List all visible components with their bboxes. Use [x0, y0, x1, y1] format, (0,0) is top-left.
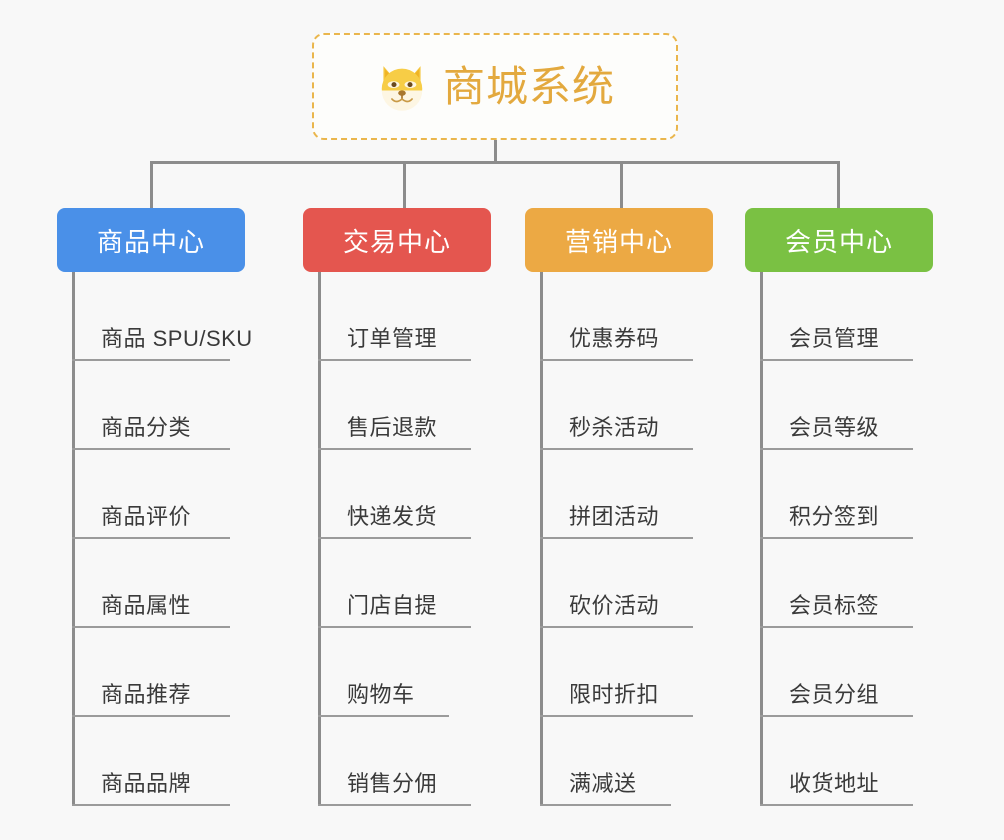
category-column-3: 营销中心 优惠券码 秒杀活动 拼团活动 砍价活动 限时折扣 [525, 208, 713, 806]
leaf-item[interactable]: 商品评价 [57, 450, 245, 539]
leaf-item[interactable]: 优惠券码 [525, 272, 713, 361]
leaf-underline [72, 626, 230, 628]
leaf-label: 满减送 [569, 771, 637, 796]
leaf-item[interactable]: 会员标签 [745, 539, 933, 628]
category-column-2: 交易中心 订单管理 售后退款 快递发货 门店自提 购物车 [303, 208, 491, 806]
leaf-label: 拼团活动 [569, 504, 660, 529]
leaf-item[interactable]: 会员分组 [745, 628, 933, 717]
leaf-underline [318, 804, 471, 806]
leaf-item[interactable]: 门店自提 [303, 539, 491, 628]
leaf-underline [318, 626, 471, 628]
leaf-label: 会员标签 [789, 593, 880, 618]
leaf-item[interactable]: 满减送 [525, 717, 713, 806]
leaf-label: 优惠券码 [569, 326, 660, 351]
leaf-label: 商品分类 [101, 415, 192, 440]
leaf-item[interactable]: 商品推荐 [57, 628, 245, 717]
connector-drop-3 [620, 161, 623, 209]
leaf-label: 快递发货 [347, 504, 438, 529]
branch-spine-3 [540, 272, 543, 806]
leaf-underline [760, 359, 913, 361]
leaf-label: 收货地址 [789, 771, 880, 796]
leaf-underline [318, 448, 471, 450]
leaf-item[interactable]: 积分签到 [745, 450, 933, 539]
leaf-underline [760, 537, 913, 539]
leaf-underline [72, 537, 230, 539]
leaf-item[interactable]: 快递发货 [303, 450, 491, 539]
branch-spine-2 [318, 272, 321, 806]
dog-face-icon [375, 61, 429, 115]
leaf-label: 售后退款 [347, 415, 438, 440]
category-header-2[interactable]: 交易中心 [303, 208, 491, 272]
leaf-underline [540, 626, 693, 628]
leaf-underline [540, 359, 693, 361]
leaf-label: 会员分组 [789, 682, 880, 707]
category-header-4[interactable]: 会员中心 [745, 208, 933, 272]
leaf-label: 秒杀活动 [569, 415, 660, 440]
leaf-item[interactable]: 秒杀活动 [525, 361, 713, 450]
root-title: 商城系统 [442, 62, 615, 110]
leaf-item[interactable]: 商品 SPU/SKU [57, 272, 252, 361]
connector-root-stem [494, 140, 497, 163]
leaf-item[interactable]: 商品分类 [57, 361, 245, 450]
leaf-label: 销售分佣 [347, 771, 438, 796]
leaf-label: 限时折扣 [569, 682, 660, 707]
leaf-item[interactable]: 购物车 [303, 628, 491, 717]
branch-spine-4 [760, 272, 763, 806]
branch-4: 会员管理 会员等级 积分签到 会员标签 会员分组 收货地址 [745, 272, 933, 806]
leaf-underline [540, 715, 693, 717]
leaf-underline [540, 537, 693, 539]
leaf-label: 门店自提 [347, 593, 438, 618]
leaf-underline [318, 715, 449, 717]
leaf-label: 商品评价 [101, 504, 192, 529]
leaf-underline [760, 626, 913, 628]
leaf-underline [318, 359, 471, 361]
leaf-item[interactable]: 砍价活动 [525, 539, 713, 628]
leaf-item[interactable]: 限时折扣 [525, 628, 713, 717]
connector-drop-4 [837, 161, 840, 209]
leaf-label: 会员管理 [789, 326, 880, 351]
leaf-label: 商品属性 [101, 593, 192, 618]
connector-drop-2 [403, 161, 406, 209]
leaf-label: 会员等级 [789, 415, 880, 440]
leaf-underline [72, 359, 230, 361]
leaf-underline [318, 537, 471, 539]
leaf-label: 商品推荐 [101, 682, 192, 707]
leaf-label: 砍价活动 [569, 593, 660, 618]
leaf-underline [760, 804, 913, 806]
branch-3: 优惠券码 秒杀活动 拼团活动 砍价活动 限时折扣 满减送 [525, 272, 713, 806]
leaf-underline [760, 448, 913, 450]
category-header-1[interactable]: 商品中心 [57, 208, 245, 272]
leaf-item[interactable]: 会员等级 [745, 361, 933, 450]
category-header-3[interactable]: 营销中心 [525, 208, 713, 272]
leaf-underline [760, 715, 913, 717]
branch-spine-1 [72, 272, 75, 806]
leaf-item[interactable]: 订单管理 [303, 272, 491, 361]
leaf-label: 购物车 [347, 682, 415, 707]
leaf-item[interactable]: 收货地址 [745, 717, 933, 806]
branch-2: 订单管理 售后退款 快递发货 门店自提 购物车 销售分佣 [303, 272, 491, 806]
leaf-underline [540, 448, 693, 450]
category-column-4: 会员中心 会员管理 会员等级 积分签到 会员标签 会员分组 [745, 208, 933, 806]
category-column-1: 商品中心 商品 SPU/SKU 商品分类 商品评价 商品属性 商品推荐 [57, 208, 252, 806]
leaf-item[interactable]: 商品属性 [57, 539, 245, 628]
leaf-underline [72, 804, 230, 806]
leaf-item[interactable]: 商品品牌 [57, 717, 245, 806]
leaf-item[interactable]: 拼团活动 [525, 450, 713, 539]
branch-1: 商品 SPU/SKU 商品分类 商品评价 商品属性 商品推荐 商品品牌 [57, 272, 252, 806]
leaf-underline [72, 448, 230, 450]
connector-horizontal-bus [150, 161, 840, 164]
root-node[interactable]: 商城系统 [312, 33, 678, 140]
leaf-underline [72, 715, 230, 717]
leaf-underline [540, 804, 671, 806]
leaf-item[interactable]: 售后退款 [303, 361, 491, 450]
leaf-label: 订单管理 [347, 326, 438, 351]
leaf-label: 商品 SPU/SKU [101, 326, 253, 351]
leaf-item[interactable]: 会员管理 [745, 272, 933, 361]
leaf-item[interactable]: 销售分佣 [303, 717, 491, 806]
leaf-label: 商品品牌 [101, 771, 192, 796]
connector-drop-1 [150, 161, 153, 209]
leaf-label: 积分签到 [789, 504, 880, 529]
